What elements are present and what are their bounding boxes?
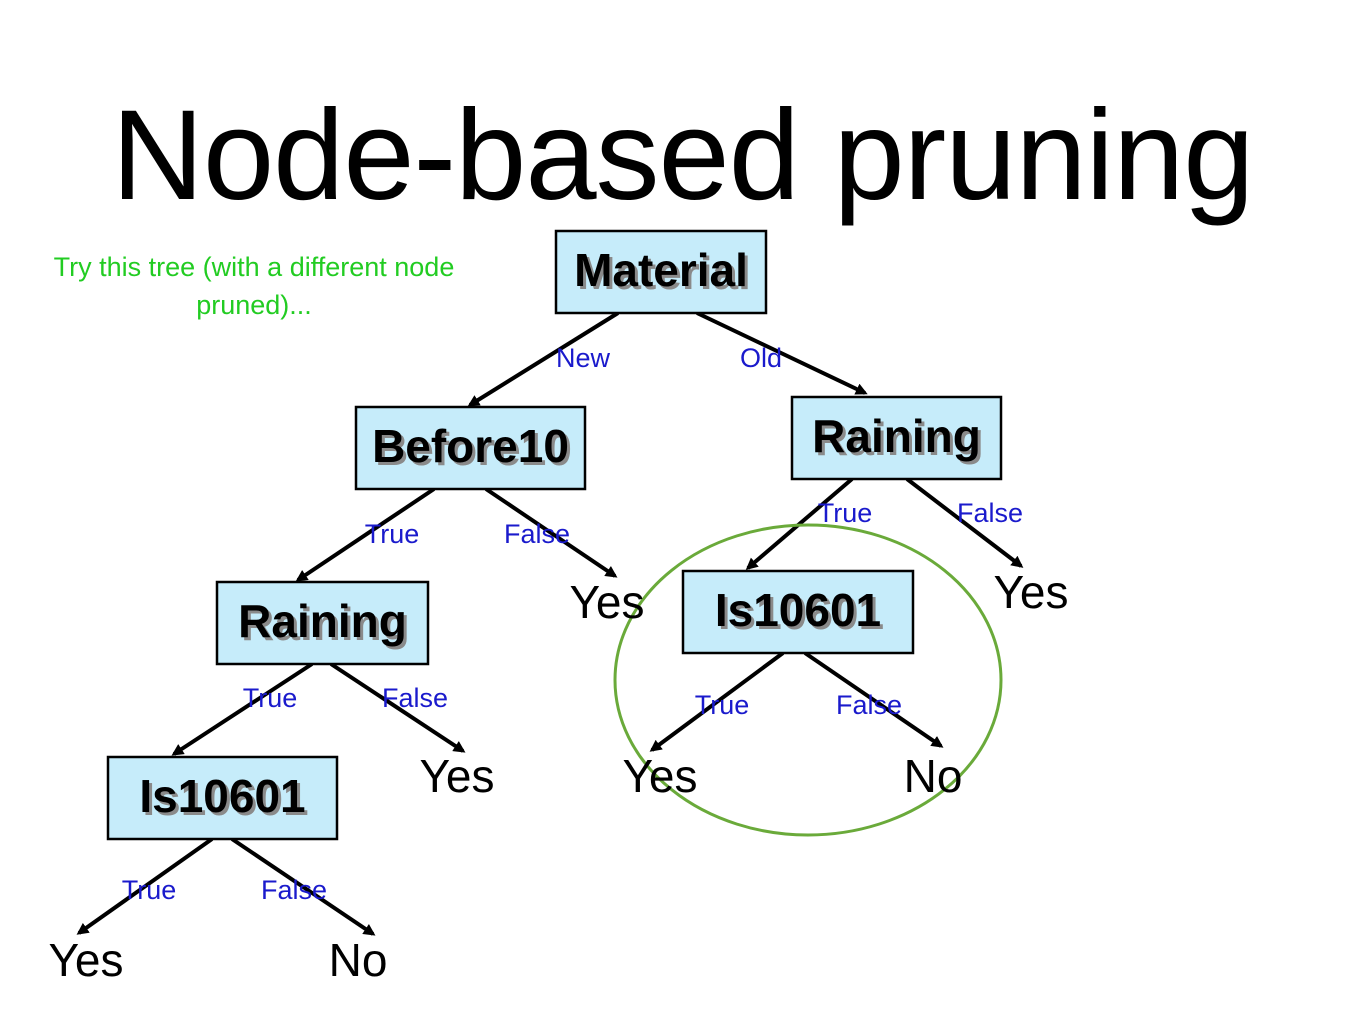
edge-label-false: False — [261, 875, 327, 905]
node-box — [554, 229, 768, 315]
edge-label-true: True — [695, 690, 750, 720]
node-label-shadow: Is10601 — [142, 773, 308, 825]
leaf-is10601-right-true-label: Yes — [622, 750, 697, 802]
edge-arrow-raining-left-to-is10601-left — [171, 662, 314, 756]
edge-label-true: True — [365, 519, 420, 549]
leaf-is10601-left-false-label: No — [329, 934, 388, 986]
leaf-before10-false-label: Yes — [569, 576, 644, 628]
edge-arrow-is10601-right-to-leaf-is10601-right-true — [649, 651, 785, 752]
pruned-subtree-highlight-circle — [613, 523, 1003, 837]
node-label: Is10601 — [715, 584, 881, 636]
edge-arrow-material-to-raining-right — [696, 311, 868, 395]
edge-arrow-before10-to-raining-left — [295, 487, 436, 582]
node-label: Raining — [812, 410, 981, 462]
hint-note: Try this tree (with a different node pru… — [53, 252, 455, 320]
node-label-shadow: Is10601 — [718, 587, 884, 639]
node-label: Material — [574, 244, 748, 296]
edge-arrow-is10601-left-to-leaf-is10601-left-false — [230, 837, 376, 936]
edge-label-false: False — [836, 690, 902, 720]
edge-arrow-raining-right-to-leaf-raining-right-false — [905, 477, 1024, 568]
node-label: Raining — [238, 595, 407, 647]
edge-label-false: False — [957, 498, 1023, 528]
edge-label-true: True — [122, 875, 177, 905]
edge-label-false: False — [504, 519, 570, 549]
node-label-shadow: Raining — [815, 413, 984, 465]
node-box — [106, 755, 339, 841]
node-label-shadow: Raining — [241, 598, 410, 650]
edge-arrow-is10601-right-to-leaf-is10601-right-false — [803, 651, 944, 748]
edge-arrow-before10-to-leaf-before10-false — [484, 487, 618, 578]
edge-arrow-raining-right-to-is10601-right — [745, 477, 854, 570]
edge-arrow-material-to-before10 — [467, 311, 620, 407]
slide-title: Node-based pruning — [111, 84, 1255, 227]
edge-label-new: New — [556, 343, 611, 373]
leaf-raining-left-false-label: Yes — [419, 750, 494, 802]
edge-label-false: False — [382, 683, 448, 713]
node-box — [790, 395, 1003, 481]
edge-arrow-is10601-left-to-leaf-is10601-left-true — [76, 837, 214, 935]
edge-label-true: True — [243, 683, 298, 713]
node-label-shadow: Before10 — [375, 423, 572, 475]
leaf-is10601-right-false-label: No — [904, 750, 963, 802]
node-label-shadow: Material — [577, 247, 751, 299]
edge-label-old: Old — [740, 343, 782, 373]
edge-label-true: True — [818, 498, 873, 528]
leaf-raining-right-false-label: Yes — [993, 566, 1068, 618]
node-box — [354, 405, 587, 491]
node-box — [681, 569, 915, 655]
edge-arrow-raining-left-to-leaf-raining-left-false — [329, 662, 466, 753]
node-box — [215, 580, 430, 666]
leaf-is10601-left-true-label: Yes — [48, 934, 123, 986]
node-label: Before10 — [372, 420, 569, 472]
node-label: Is10601 — [139, 770, 305, 822]
